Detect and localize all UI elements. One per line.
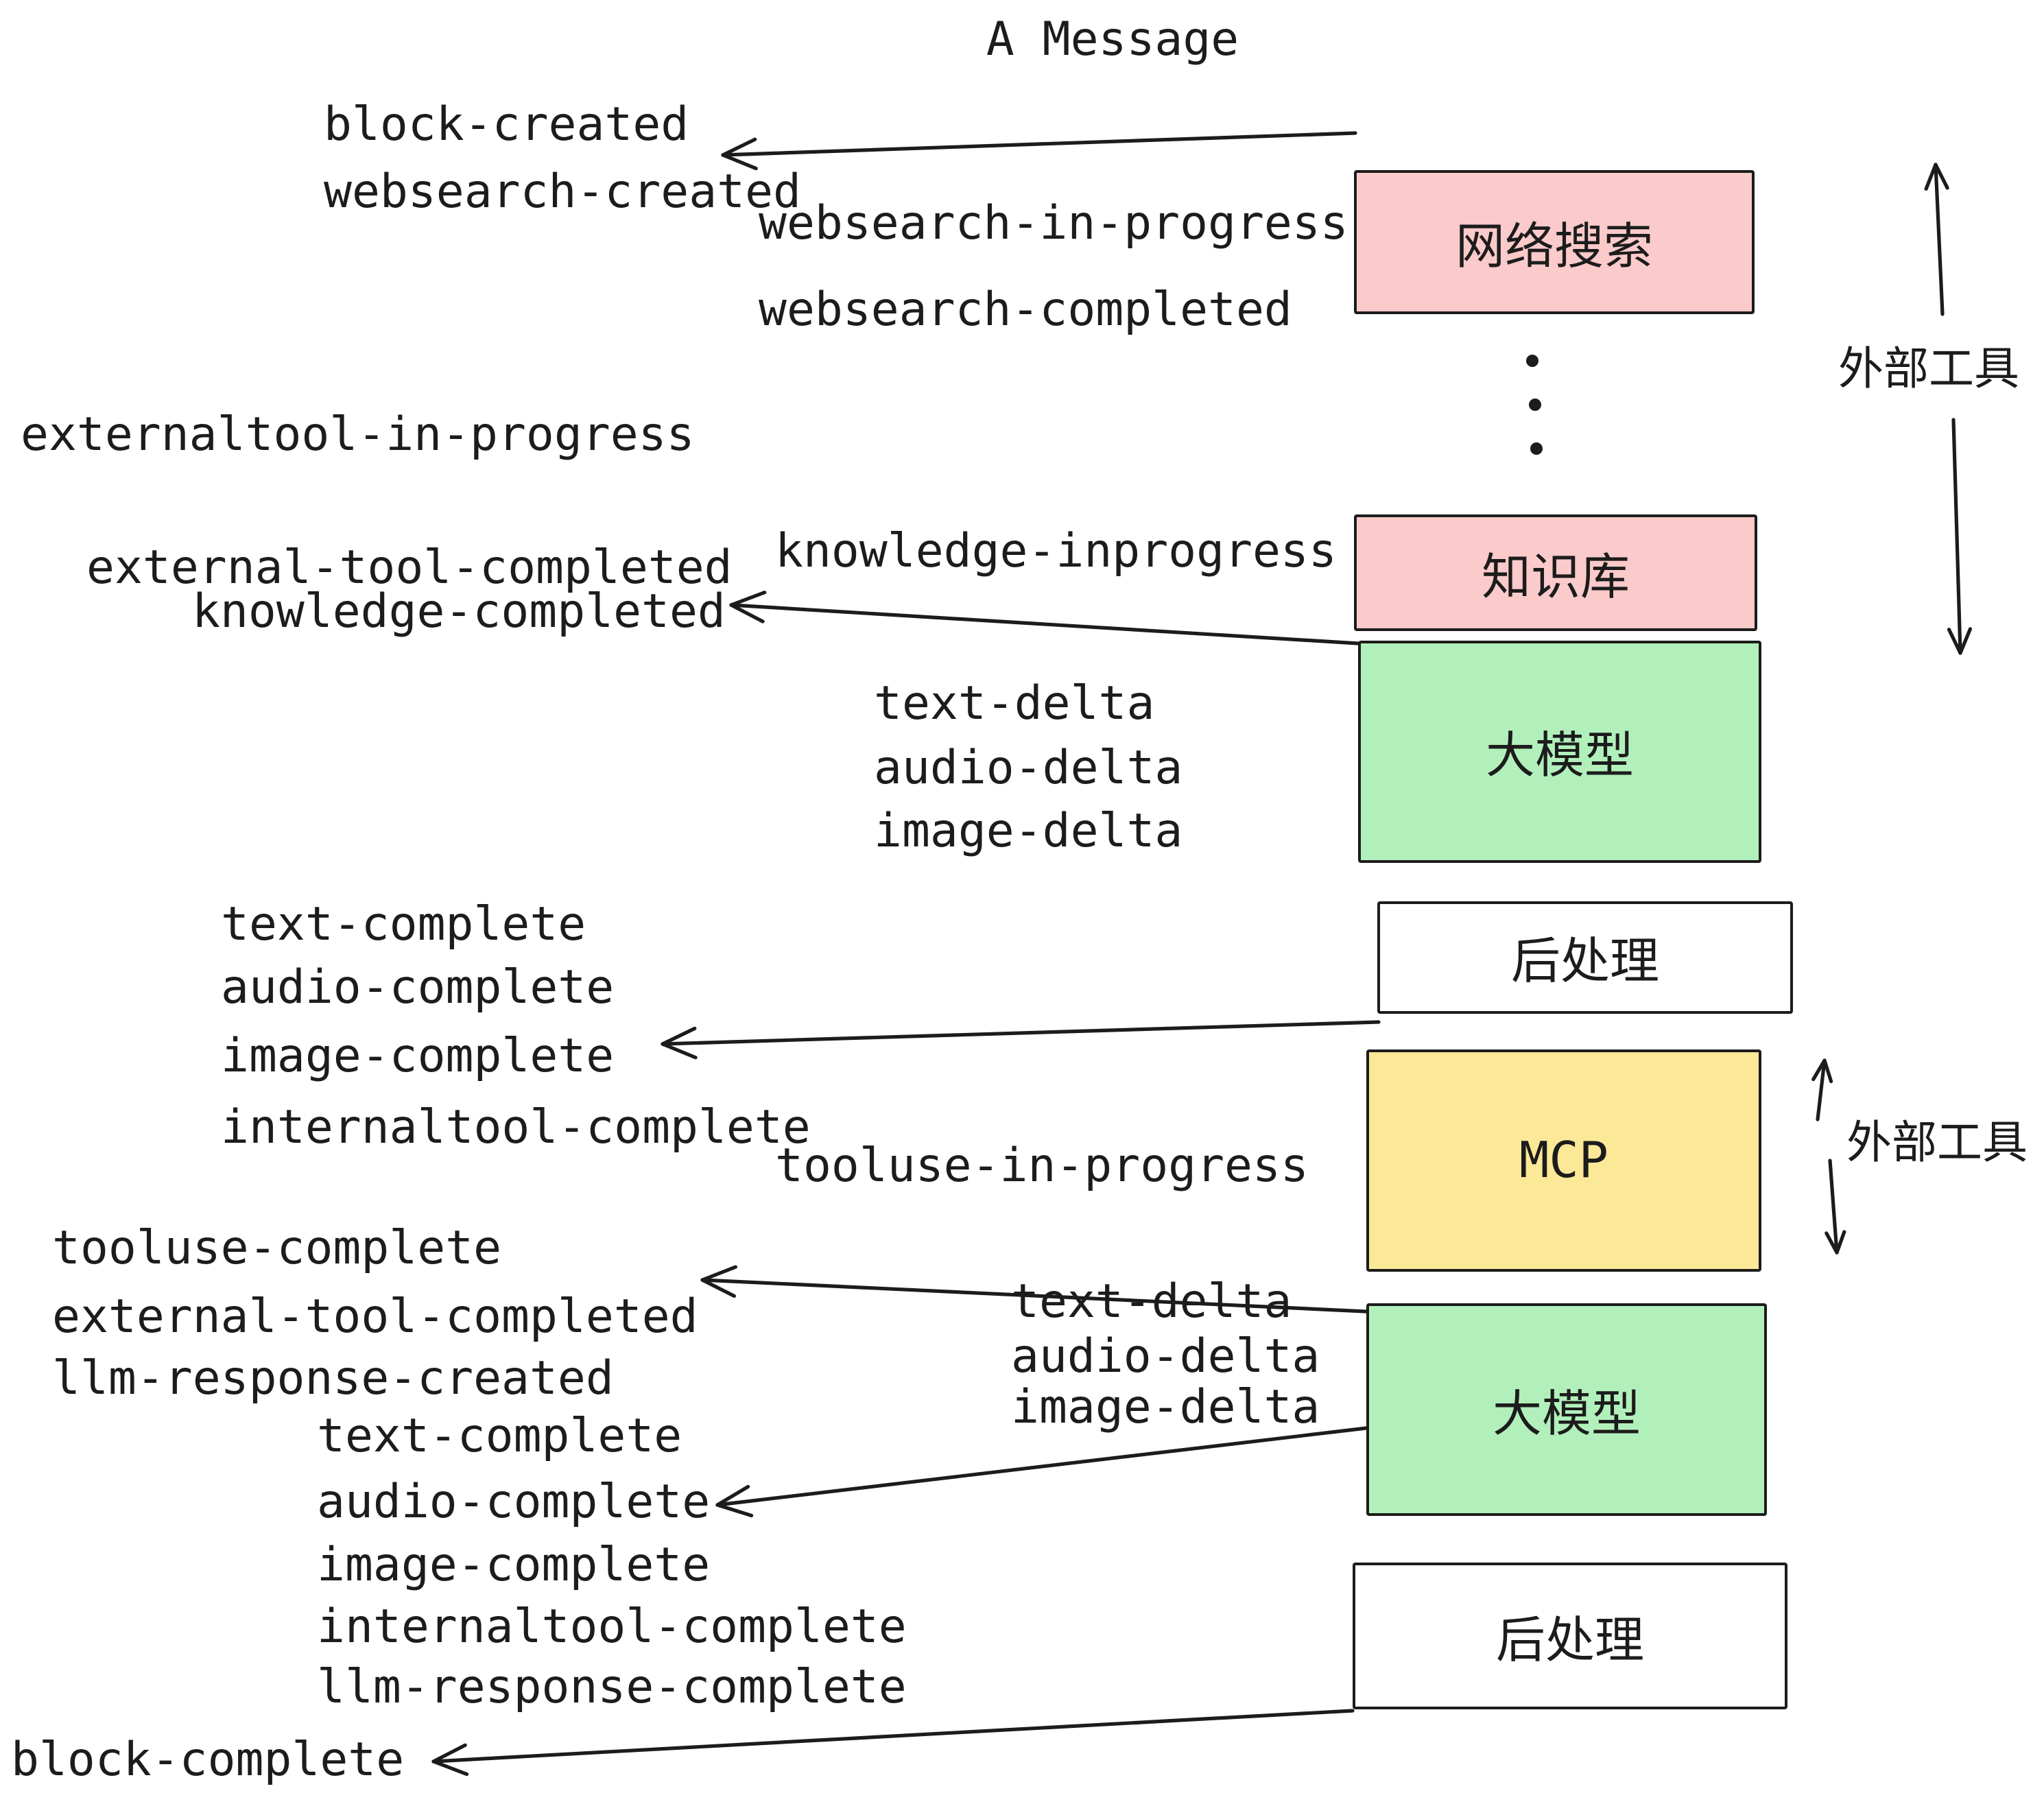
box-knowledge-base: 知识库: [1354, 514, 1757, 631]
box-post-processing-top: 后处理: [1377, 901, 1793, 1014]
box-post-processing-top-label: 后处理: [1510, 934, 1659, 990]
box-mcp: MCP: [1366, 1049, 1761, 1272]
event-external-tool-completed-1: external-tool-completed: [86, 541, 733, 595]
event-websearch-created: websearch-created: [324, 165, 801, 219]
arrow-to-knowledge-completed: [729, 591, 1360, 645]
event-audio-complete-2: audio-complete: [317, 1475, 711, 1530]
arrow-to-image-complete: [661, 1020, 1381, 1060]
ellipsis-dot: [1529, 399, 1541, 411]
external-tools-arrow-up-2: [1811, 1058, 1833, 1121]
arrow-to-tooluse-complete: [700, 1265, 1368, 1314]
event-image-complete-2: image-complete: [317, 1538, 711, 1593]
event-internaltool-complete-2: internaltool-complete: [317, 1600, 907, 1654]
box-mcp-label: MCP: [1519, 1132, 1609, 1189]
event-audio-complete-1: audio-complete: [221, 960, 615, 1015]
event-image-delta-2: image-delta: [1011, 1380, 1320, 1435]
event-tooluse-complete: tooluse-complete: [52, 1221, 502, 1276]
event-block-created: block-created: [324, 97, 689, 152]
event-image-complete-1: image-complete: [221, 1029, 615, 1084]
event-websearch-in-progress: websearch-in-progress: [759, 196, 1348, 251]
event-tooluse-in-progress: tooluse-in-progress: [775, 1139, 1309, 1194]
box-llm-bottom-label: 大模型: [1492, 1386, 1641, 1443]
event-audio-delta-1: audio-delta: [874, 741, 1183, 796]
box-llm-top-label: 大模型: [1485, 728, 1634, 785]
event-text-complete-1: text-complete: [221, 897, 586, 952]
external-tools-arrow-down-1: [1947, 418, 1973, 655]
event-llm-response-created: llm-response-created: [52, 1351, 614, 1406]
event-text-delta-2: text-delta: [1011, 1274, 1292, 1329]
arrow-to-block-complete: [431, 1709, 1355, 1777]
box-post-processing-bottom: 后处理: [1353, 1563, 1787, 1709]
box-web-search: 网络搜索: [1354, 170, 1755, 314]
arrow-to-audio-complete: [715, 1426, 1368, 1518]
event-knowledge-inprogress: knowledge-inprogress: [775, 524, 1337, 579]
event-image-delta-1: image-delta: [874, 804, 1183, 859]
external-tools-arrow-up-1: [1924, 163, 1949, 316]
event-knowledge-completed: knowledge-completed: [192, 584, 726, 639]
event-internaltool-complete-1: internaltool-complete: [221, 1100, 811, 1155]
box-llm-top: 大模型: [1358, 641, 1761, 863]
diagram-title: A Message: [986, 12, 1239, 67]
box-knowledge-base-label: 知识库: [1481, 549, 1630, 606]
ellipsis-dot: [1526, 355, 1538, 367]
event-block-complete: block-complete: [11, 1733, 405, 1788]
event-text-complete-2: text-complete: [317, 1409, 682, 1464]
event-external-tool-completed-2: external-tool-completed: [52, 1290, 698, 1344]
external-tools-arrow-down-2: [1825, 1159, 1846, 1255]
ellipsis-dot: [1530, 442, 1543, 455]
event-llm-response-complete: llm-response-complete: [317, 1660, 907, 1715]
box-llm-bottom: 大模型: [1366, 1303, 1767, 1516]
event-audio-delta-2: audio-delta: [1011, 1329, 1320, 1384]
event-websearch-completed: websearch-completed: [759, 283, 1292, 337]
arrow-to-block-created: [721, 131, 1357, 171]
box-post-processing-bottom-label: 后处理: [1495, 1613, 1644, 1669]
event-externaltool-in-progress: externaltool-in-progress: [21, 407, 695, 462]
external-tools-label-1: 外部工具: [1838, 342, 2019, 395]
box-web-search-label: 网络搜索: [1455, 219, 1653, 275]
external-tools-label-2: 外部工具: [1846, 1115, 2028, 1169]
event-text-delta-1: text-delta: [874, 676, 1155, 731]
